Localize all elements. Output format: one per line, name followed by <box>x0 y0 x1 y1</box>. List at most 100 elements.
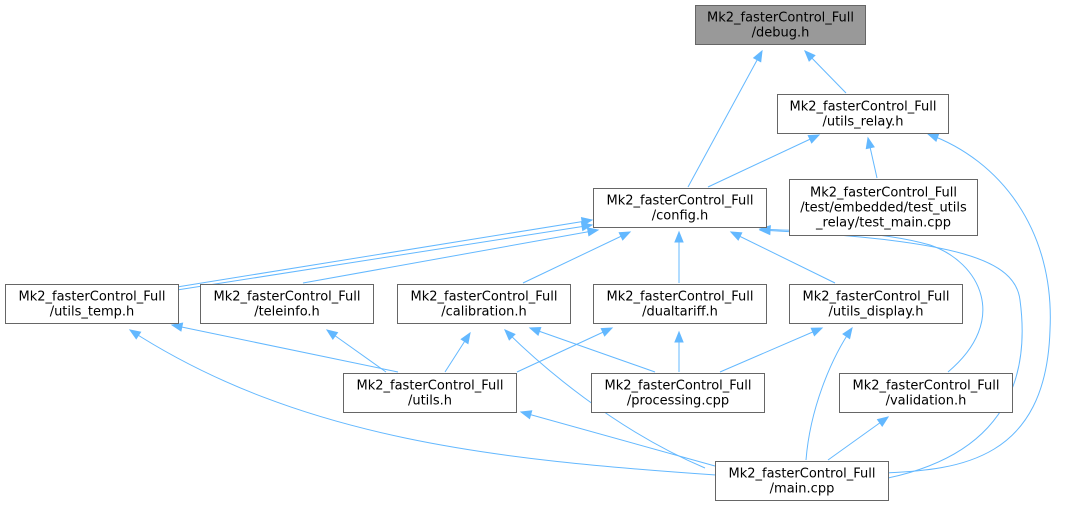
arrowhead-icon <box>807 134 821 144</box>
node-box <box>789 179 978 236</box>
node-box <box>593 188 767 228</box>
node-label-path: /calibration.h <box>441 305 527 320</box>
edge-main-to-config <box>758 225 1023 479</box>
node-label-project: Mk2_fasterControl_Full <box>605 379 752 394</box>
edge-config-to-utils_relay <box>707 134 821 188</box>
edge-utils-to-dualtariff <box>516 327 614 373</box>
edge-utils_relay-to-debug <box>804 50 847 94</box>
edge-processing-to-utils_display <box>719 327 824 373</box>
arrowhead-icon <box>519 410 533 420</box>
edge-line <box>129 329 717 476</box>
arrowhead-icon <box>618 231 632 241</box>
node-label-path: /utils_display.h <box>829 305 924 320</box>
edge-main-to-utils_display <box>805 326 853 461</box>
edge-calibration-to-config <box>522 231 632 284</box>
edge-dualtariff-to-config <box>674 230 684 283</box>
edge-line <box>516 327 613 373</box>
edge-processing-to-dualtariff <box>674 330 684 372</box>
node-label-project: Mk2_fasterControl_Full <box>803 290 950 305</box>
arrowhead-icon <box>600 327 614 337</box>
node-label-path: /utils.h <box>408 394 452 409</box>
node-label-project: Mk2_fasterControl_Full <box>607 194 754 209</box>
node-label-project: Mk2_fasterControl_Full <box>411 290 558 305</box>
edge-line <box>719 327 823 373</box>
arrowhead-icon <box>865 136 875 150</box>
node-dualtariff[interactable]: Mk2_fasterControl_Full/dualtariff.h <box>593 284 767 324</box>
edge-line <box>171 324 399 373</box>
arrowhead-icon <box>674 230 684 243</box>
node-label-path: /test/embedded/test_utils <box>800 201 967 216</box>
node-label-project: Mk2_fasterControl_Full <box>19 290 166 305</box>
edge-line <box>730 231 836 284</box>
node-box <box>715 461 889 501</box>
edge-main-to-calibration <box>504 329 706 469</box>
edge-line <box>176 224 593 291</box>
arrowhead-icon <box>674 330 684 343</box>
node-box <box>343 373 517 413</box>
arrowhead-icon <box>804 50 816 62</box>
node-test_main[interactable]: Mk2_fasterControl_Full/test/embedded/tes… <box>789 179 978 236</box>
node-box <box>397 284 571 324</box>
node-label-path: /main.cpp <box>770 482 835 497</box>
node-utils_relay[interactable]: Mk2_fasterControl_Full/utils_relay.h <box>777 94 949 134</box>
node-label-path: /utils_temp.h <box>50 305 135 320</box>
arrowhead-icon <box>504 329 516 341</box>
edge-test_main-to-utils_relay <box>865 136 878 179</box>
edge-line <box>522 231 631 284</box>
node-box <box>591 373 765 413</box>
edge-line <box>759 229 1023 479</box>
node-box <box>593 284 767 324</box>
node-debug[interactable]: Mk2_fasterControl_Full/debug.h <box>695 5 866 45</box>
arrowhead-icon <box>729 231 743 241</box>
node-label-path: /utils_relay.h <box>822 115 903 130</box>
edge-main-to-validation <box>827 416 890 461</box>
node-utils[interactable]: Mk2_fasterControl_Full/utils.h <box>343 373 517 413</box>
node-box <box>695 5 866 45</box>
node-box <box>839 373 1013 413</box>
node-box <box>5 284 179 324</box>
node-label-path: /validation.h <box>886 394 967 409</box>
node-utils_display[interactable]: Mk2_fasterControl_Full/utils_display.h <box>789 284 963 324</box>
node-config[interactable]: Mk2_fasterControl_Full/config.h <box>593 188 767 228</box>
edge-teleinfo-to-config <box>302 227 600 284</box>
node-processing[interactable]: Mk2_fasterControl_Full/processing.cpp <box>591 373 765 413</box>
edge-utils_display-to-config <box>729 231 836 284</box>
arrowhead-icon <box>460 331 471 345</box>
node-label-path: /processing.cpp <box>627 394 729 409</box>
node-teleinfo[interactable]: Mk2_fasterControl_Full/teleinfo.h <box>200 284 374 324</box>
edge-utils_temp-to-config <box>176 216 594 288</box>
node-label-path: /dualtariff.h <box>642 305 718 320</box>
node-main[interactable]: Mk2_fasterControl_Full/main.cpp <box>715 461 889 501</box>
node-utils_temp[interactable]: Mk2_fasterControl_Full/utils_temp.h <box>5 284 179 324</box>
edge-line <box>302 229 599 284</box>
node-label-project: Mk2_fasterControl_Full <box>853 379 1000 394</box>
edge-utils-to-teleinfo <box>325 329 387 373</box>
node-label-path: /teleinfo.h <box>254 305 320 320</box>
edge-line <box>805 327 853 461</box>
edge-line <box>520 411 716 467</box>
arrowhead-icon <box>758 225 771 236</box>
arrowhead-icon <box>810 327 824 337</box>
edge-main-to-utils_temp <box>128 329 717 476</box>
node-label-project: Mk2_fasterControl_Full <box>357 379 504 394</box>
arrowhead-icon <box>842 326 853 340</box>
node-validation[interactable]: Mk2_fasterControl_Full/validation.h <box>839 373 1013 413</box>
edge-line <box>326 329 387 373</box>
node-box <box>789 284 963 324</box>
edge-config-to-debug <box>687 49 763 188</box>
arrowhead-icon <box>876 416 890 427</box>
node-label-project: Mk2_fasterControl_Full <box>214 290 361 305</box>
node-label-project: Mk2_fasterControl_Full <box>790 100 937 115</box>
edge-utils-to-utils_temp <box>170 322 399 373</box>
node-label-path: /config.h <box>652 209 709 224</box>
node-label-path: _relay/test_main.cpp <box>815 216 951 231</box>
arrowhead-icon <box>528 327 542 336</box>
node-label-project: Mk2_fasterControl_Full <box>729 467 876 482</box>
node-calibration[interactable]: Mk2_fasterControl_Full/calibration.h <box>397 284 571 324</box>
nodes-layer: Mk2_fasterControl_Full/debug.hMk2_faster… <box>5 5 1013 501</box>
arrowhead-icon <box>325 329 339 340</box>
edge-line <box>504 329 706 469</box>
edge-line <box>176 219 593 288</box>
node-box <box>777 94 949 134</box>
